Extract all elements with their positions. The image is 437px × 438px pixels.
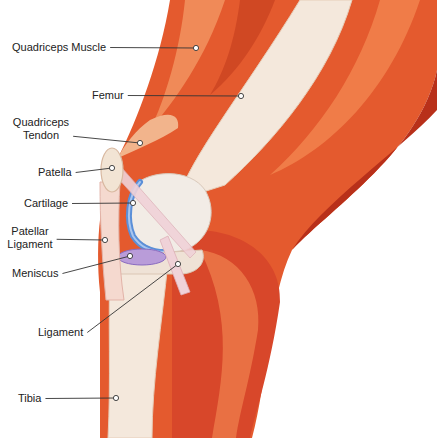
part-label: Patella <box>38 166 72 179</box>
leader-line <box>45 398 116 400</box>
leader-dot <box>127 253 132 258</box>
leader-line <box>110 47 196 49</box>
leader-line <box>72 203 133 205</box>
leader-dot <box>193 45 198 50</box>
part-label: Quadriceps Tendon <box>8 116 74 142</box>
part-label: Meniscus <box>12 267 58 280</box>
leader-line <box>128 95 241 97</box>
leader-line <box>76 168 112 173</box>
leader-line <box>62 256 130 274</box>
part-label: Patellar Ligament <box>2 225 58 251</box>
part-label: Quadriceps Muscle <box>12 41 106 54</box>
leader-dot <box>130 200 135 205</box>
leader-line <box>87 264 178 333</box>
leader-line <box>57 239 105 241</box>
leader-dot <box>137 140 142 145</box>
part-label: Tibia <box>18 392 41 405</box>
leader-dot <box>102 237 107 242</box>
leader-dot <box>238 93 243 98</box>
leader-dot <box>175 261 180 266</box>
leader-dot <box>113 395 118 400</box>
part-label: Cartilage <box>24 197 68 210</box>
leader-dot <box>109 165 114 170</box>
part-label: Ligament <box>38 326 83 339</box>
leader-line <box>73 136 140 143</box>
part-label: Femur <box>92 89 124 102</box>
